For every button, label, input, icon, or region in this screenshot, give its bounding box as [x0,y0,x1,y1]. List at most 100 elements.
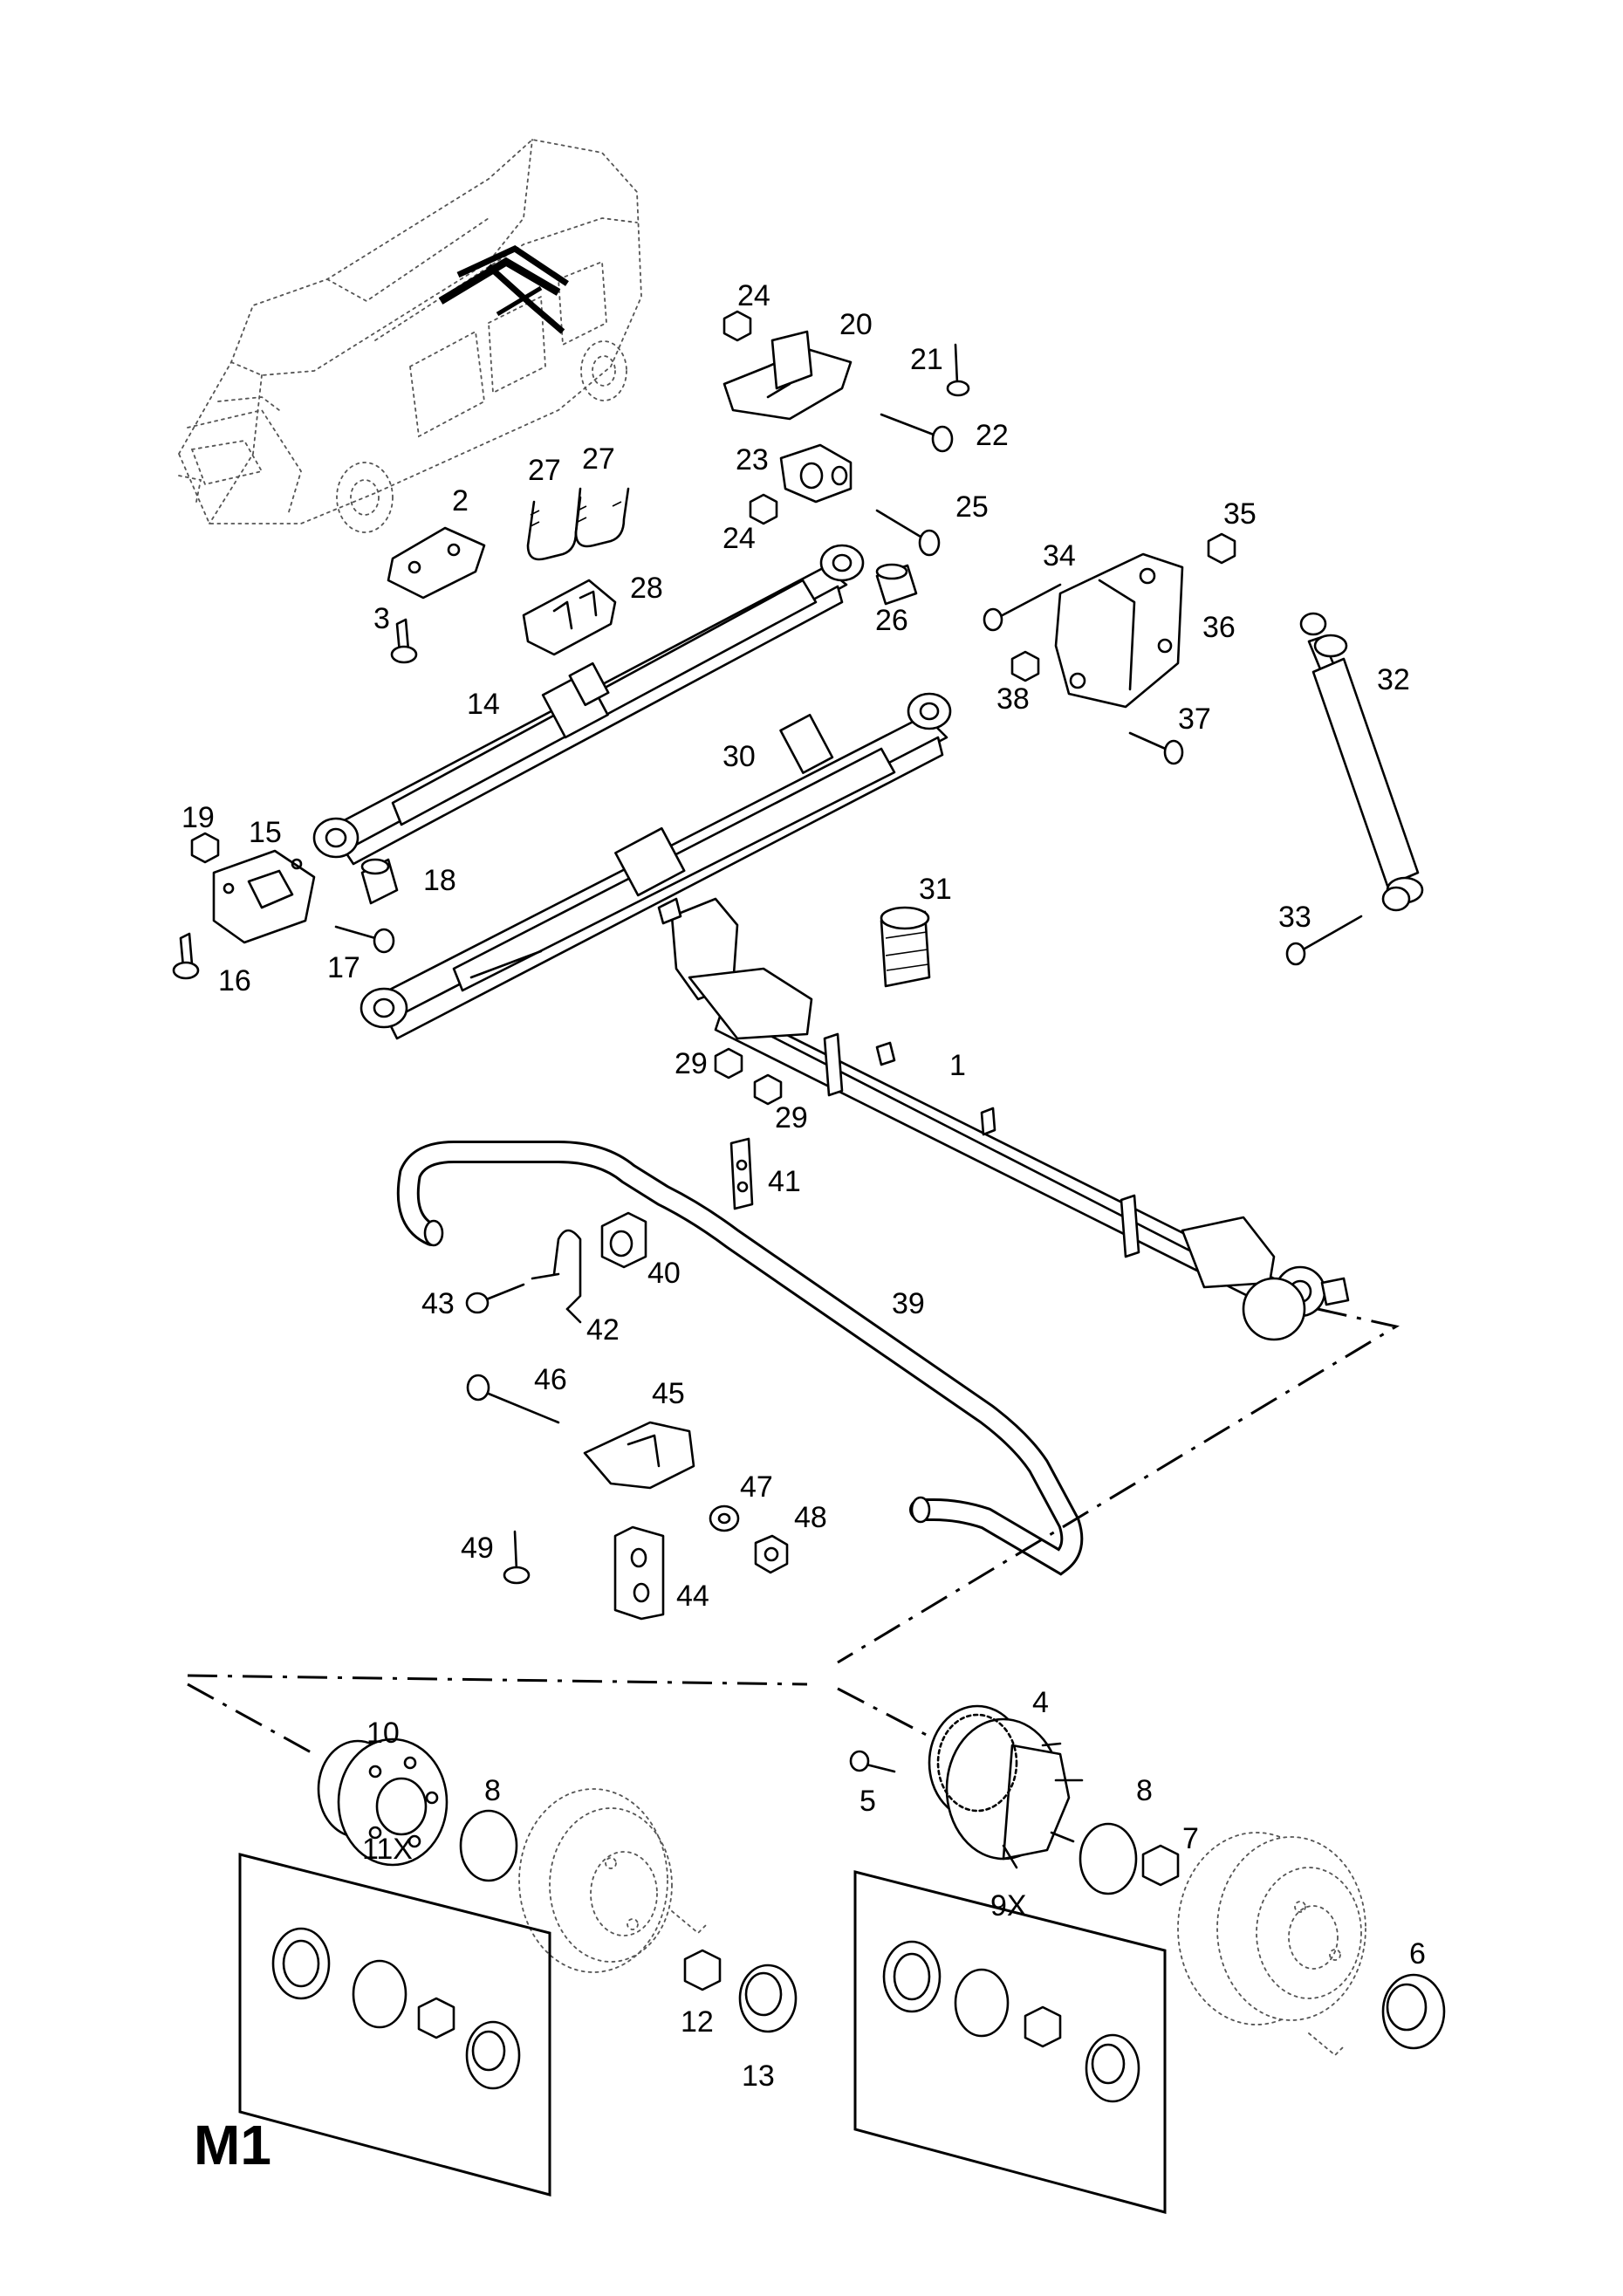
nut-24-upper [722,310,752,342]
part-label-2: 2 [452,484,469,517]
anti-roll-bar-bushing [600,1211,647,1269]
part-label-43: 43 [421,1287,455,1320]
part-label-45: 45 [652,1377,685,1410]
part-label-24-upper: 24 [737,279,770,312]
leaf-spring-right [312,544,865,866]
part-label-15: 15 [249,816,282,849]
bearing-kit-11x [238,1853,551,2197]
bolt-37 [1128,731,1184,765]
part-label-30: 30 [722,740,756,773]
bolt-46 [466,1374,560,1424]
bolt-33 [1285,915,1363,966]
part-label-3: 3 [373,602,390,635]
bolt-5 [849,1750,896,1773]
spring-bush-26 [875,563,918,606]
part-label-21: 21 [910,343,943,376]
part-label-27-left: 27 [528,454,561,487]
u-bolt-pair [526,487,630,561]
bolt-49 [503,1530,531,1585]
cap-13 [738,1964,798,2033]
part-label-31: 31 [919,873,952,906]
part-label-11x: 11X [362,1833,413,1866]
rear-axle-beam [657,897,1350,1341]
hub-left [317,1737,449,1867]
part-label-29-b: 29 [775,1101,808,1134]
part-label-12: 12 [681,2005,714,2039]
mounting-bracket [583,1421,695,1490]
spring-seat-plate [212,849,316,944]
bolt-3 [390,618,418,664]
spring-eye-bush-18 [360,858,399,905]
link-bracket [729,1137,754,1210]
bolt-22 [880,413,954,453]
part-label-47: 47 [740,1470,773,1504]
part-label-46: 46 [534,1363,567,1396]
part-label-8-right: 8 [1136,1774,1153,1807]
part-label-24-lower: 24 [722,522,756,555]
part-label-1: 1 [949,1049,966,1082]
part-label-25: 25 [955,490,989,524]
part-label-44: 44 [676,1580,709,1613]
spring-hanger-bracket [1054,552,1184,709]
part-label-8-left: 8 [484,1774,501,1807]
part-label-19: 19 [181,801,215,834]
detail-leader-lines [187,1307,1400,1756]
part-label-39: 39 [892,1287,925,1320]
bolt-21 [946,343,970,397]
part-label-36: 36 [1202,611,1236,644]
part-label-7: 7 [1182,1822,1199,1855]
brake-drum-left [518,1788,708,1973]
spring-front-bracket [722,330,853,421]
diagram-page-id: M1 [194,2114,271,2176]
nut-7 [1141,1844,1180,1887]
part-label-27-right: 27 [582,442,615,476]
part-label-14: 14 [467,688,500,721]
part-label-5: 5 [859,1785,876,1818]
part-label-49: 49 [461,1532,494,1565]
part-labels: 1 2 3 4 5 6 7 8 8 9X 10 11X 12 13 14 15 … [181,279,1426,2093]
spring-pad [387,526,486,600]
spring-clamp-plate [522,579,617,656]
part-label-26: 26 [875,604,908,637]
spring-bush-23 [779,443,853,504]
bolt-16 [172,932,200,980]
cap-6 [1381,1973,1446,2050]
part-label-42: 42 [586,1313,620,1347]
anti-roll-bar [396,1141,1084,1576]
part-label-38: 38 [996,682,1030,716]
bump-stop [880,906,931,988]
part-label-35: 35 [1223,497,1257,531]
part-label-10: 10 [366,1717,400,1750]
leaf-spring-left [360,692,952,1040]
hub-right [928,1704,1084,1869]
nut-12 [683,1949,722,1991]
drop-link [613,1525,665,1621]
washer-47 [709,1504,740,1532]
part-label-29-a: 29 [675,1047,708,1080]
part-label-18: 18 [423,864,456,897]
part-label-9x: 9X [990,1889,1027,1922]
part-label-33: 33 [1278,901,1311,934]
part-label-41: 41 [768,1165,801,1198]
circlip-left [459,1809,518,1882]
nut-24-lower [749,493,778,525]
van-locator-illustration [177,139,642,533]
nut-35 [1207,532,1236,565]
bearing-kit-9x [853,1870,1167,2214]
nut-19 [190,832,220,864]
circlip-right [1079,1822,1138,1895]
bolt-17 [334,925,395,954]
part-label-22: 22 [976,419,1009,452]
nut-29-b [753,1073,783,1106]
part-label-40: 40 [647,1257,681,1290]
anti-roll-bar-clamp [531,1229,582,1324]
part-label-32: 32 [1377,663,1410,696]
bolt-25 [875,509,941,557]
part-label-16: 16 [218,964,251,997]
part-label-17: 17 [327,951,360,984]
nut-29-a [714,1047,743,1079]
part-label-37: 37 [1178,703,1211,736]
shock-absorber [1299,612,1424,912]
nut-38 [1010,650,1040,682]
